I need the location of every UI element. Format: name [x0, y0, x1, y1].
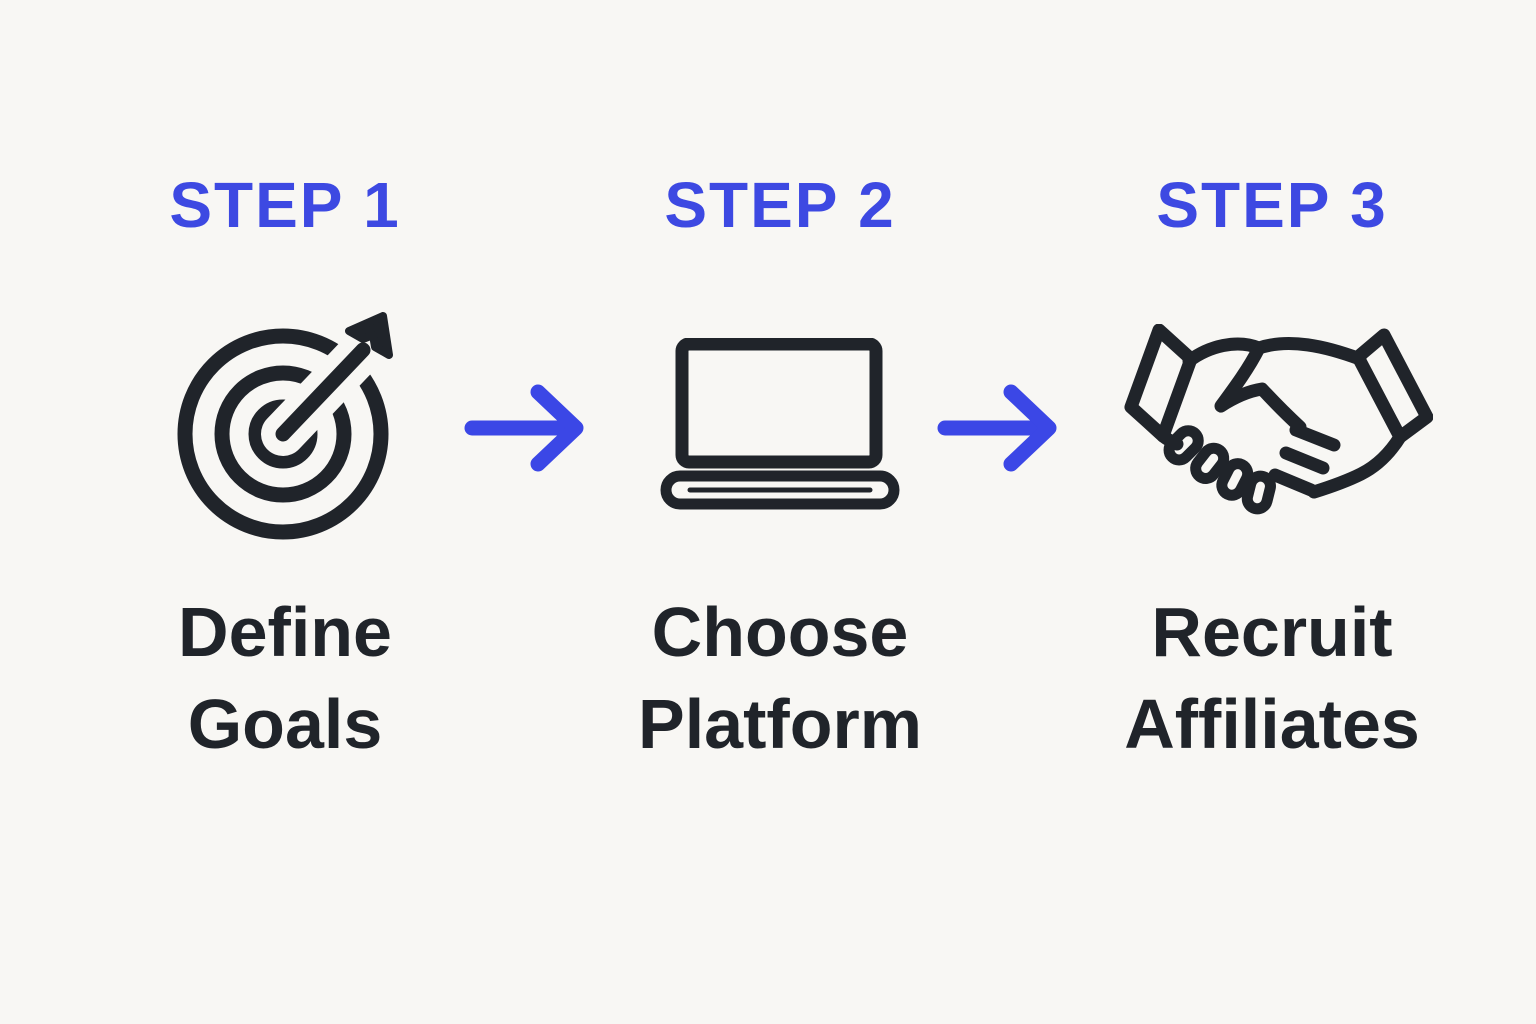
step-3-title: Recruit Affiliates	[1052, 586, 1492, 770]
step-2-title-line-1: Choose	[651, 593, 909, 671]
arrow-right-icon	[935, 378, 1065, 478]
step-1-title-line-2: Goals	[187, 685, 383, 763]
target-icon	[65, 298, 505, 550]
step-1-label: STEP 1	[169, 169, 401, 241]
step-3-title-line-2: Affiliates	[1124, 685, 1420, 763]
arrow-right-icon	[462, 378, 592, 478]
step-2-section: STEP 2 Choose Platform	[560, 150, 1000, 850]
step-1-section: STEP 1 Define Goals	[65, 150, 505, 850]
handshake-icon	[1052, 298, 1492, 550]
step-3-section: STEP 3	[1052, 150, 1492, 850]
laptop-icon	[560, 298, 1000, 550]
step-3-title-line-1: Recruit	[1151, 593, 1393, 671]
step-3-label: STEP 3	[1156, 169, 1388, 241]
step-1-title: Define Goals	[65, 586, 505, 770]
step-1-title-line-1: Define	[178, 593, 392, 671]
step-2-title-line-2: Platform	[638, 685, 922, 763]
step-2-label: STEP 2	[664, 169, 896, 241]
step-2-title: Choose Platform	[560, 586, 1000, 770]
